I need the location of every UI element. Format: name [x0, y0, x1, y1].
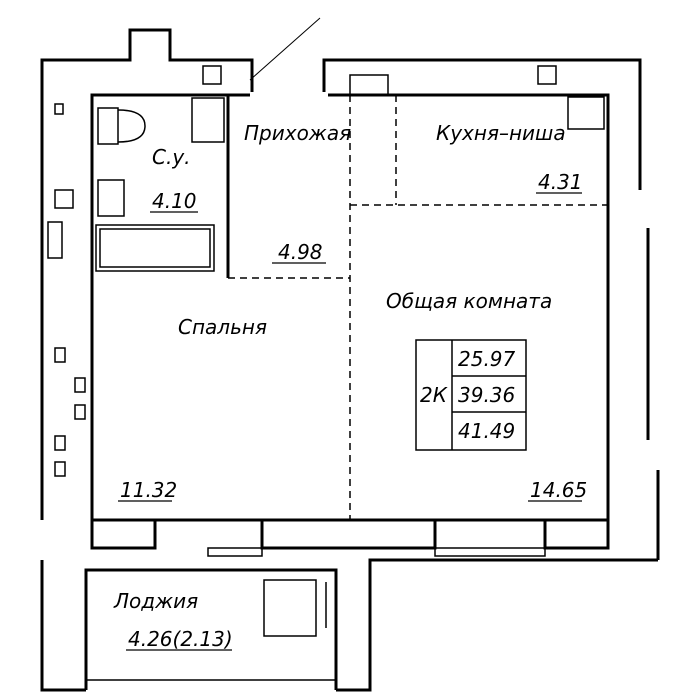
room-area-bathroom: 4.10	[152, 189, 197, 213]
outer-wall-top-right	[322, 58, 642, 190]
stove-icon	[263, 579, 317, 637]
room-area-living: 14.65	[530, 478, 587, 502]
room-name-bedroom: Спальня	[178, 315, 267, 339]
inner-wall-top-left	[90, 93, 250, 520]
vent-icon-2	[537, 65, 557, 85]
summary-living-area: 25.97	[458, 347, 516, 371]
wall-under-block-mid	[260, 520, 437, 550]
bathtub-icon	[95, 224, 215, 272]
window-left-5	[74, 377, 86, 393]
outer-bottom-right	[336, 558, 658, 692]
summary-table	[415, 339, 527, 451]
summary-total-area: 39.36	[458, 383, 515, 407]
wall-under-block-right	[543, 520, 610, 550]
bathtub-inner-icon	[99, 228, 211, 268]
window-left-4	[54, 347, 66, 363]
toilet-tank-icon	[97, 107, 119, 145]
window-left-8	[54, 461, 66, 477]
dashed-lines	[228, 95, 608, 520]
kitchen-sink-icon	[567, 96, 605, 130]
wall-under-block	[90, 520, 157, 550]
inner-wall-top-right	[328, 93, 610, 520]
area-underlines	[118, 192, 582, 651]
radiator-icon	[349, 74, 389, 96]
room-name-kitchen: Кухня–ниша	[436, 121, 566, 145]
vent-icon-1	[202, 65, 222, 85]
room-area-bedroom: 11.32	[120, 478, 177, 502]
loggia-wall	[84, 568, 338, 690]
cabinet-icon	[191, 97, 225, 143]
window-left-3	[47, 221, 63, 259]
summary-frame	[415, 339, 527, 451]
room-area-loggia: 4.26(2.13)	[128, 627, 233, 651]
window-left-1	[54, 103, 64, 115]
room-name-loggia: Лоджия	[113, 589, 198, 613]
room-name-bathroom: С.у.	[152, 145, 191, 169]
toilet-icon	[117, 109, 146, 143]
room-area-hallway: 4.98	[278, 240, 323, 264]
room-area-kitchen: 4.31	[538, 170, 583, 194]
window-left-6	[74, 404, 86, 420]
fixtures	[47, 65, 605, 637]
summary-rooms-label: 2К	[420, 383, 448, 407]
window-left-7	[54, 435, 66, 451]
summary-total-with-loggia: 41.49	[458, 419, 515, 443]
outer-wall-left	[40, 28, 254, 520]
loggia-outer	[40, 560, 86, 692]
room-name-hallway: Прихожая	[244, 121, 351, 145]
window-bottom-1	[207, 547, 263, 557]
room-name-living: Общая комната	[386, 289, 552, 313]
window-bottom-2	[434, 547, 546, 557]
window-left-2	[54, 189, 74, 209]
window-line	[249, 17, 321, 81]
sink-icon	[97, 179, 125, 217]
